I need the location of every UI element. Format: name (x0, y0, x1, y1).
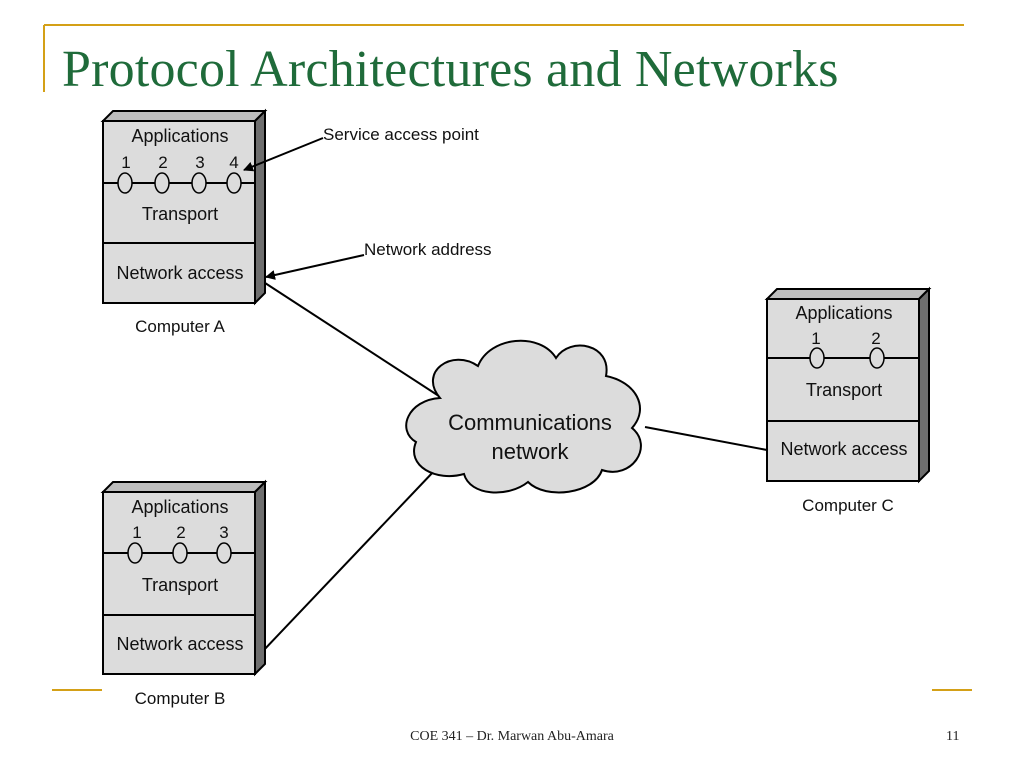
link-computer-a (261, 280, 446, 401)
service-access-point (154, 172, 170, 194)
service-access-point (127, 542, 143, 564)
computer-c-port-1: 1 (811, 329, 820, 348)
service-access-point (117, 172, 133, 194)
computer-a-port-3: 3 (195, 153, 204, 172)
computer-a-port-2: 2 (158, 153, 167, 172)
network-address-arrow (265, 254, 365, 280)
computer-b-port-1: 1 (132, 523, 141, 542)
slide-title: Protocol Architectures and Networks (62, 41, 839, 98)
computer-c-ports (809, 347, 885, 369)
computer-c-box-front (766, 298, 920, 482)
computer-a-box-top (100, 110, 268, 122)
computer-c-box-top (764, 288, 932, 300)
service-access-point (191, 172, 207, 194)
computer-a-applications-label: Applications (131, 126, 228, 146)
computer-c-network-access-label: Network access (780, 439, 907, 459)
computer-b-transport-label: Transport (142, 575, 218, 595)
computer-b-port-3: 3 (219, 523, 228, 542)
service-access-point (809, 347, 825, 369)
computer-a-port-4: 4 (229, 153, 238, 172)
computer-b-ports (127, 542, 232, 564)
network-label-line2: network (491, 439, 569, 464)
computer-c-name: Computer C (802, 496, 894, 515)
service-access-point-arrow (243, 137, 324, 172)
computer-a-ports (117, 172, 242, 194)
communications-network-cloud: Communications network (405, 339, 642, 494)
network-address-label: Network address (364, 240, 492, 259)
computer-b-box-front (102, 491, 256, 675)
computer-b-box-side (254, 479, 266, 677)
computer-b-network-access-label: Network access (116, 634, 243, 654)
annotations: Service access point Network address (243, 125, 492, 280)
computer-a-transport-label: Transport (142, 204, 218, 224)
computer-c-port-2: 2 (871, 329, 880, 348)
service-access-point (226, 172, 242, 194)
computer-a-network-access-label: Network access (116, 263, 243, 283)
service-access-point (172, 542, 188, 564)
computer-b-name: Computer B (135, 689, 226, 708)
computer-a-port-1: 1 (121, 153, 130, 172)
cloud-shape (405, 339, 642, 494)
computer-b-box-top (100, 481, 268, 493)
computer-a: Applications 1 2 3 4 Transport Network a… (100, 108, 268, 336)
computer-b: Applications 1 2 3 Transport Network acc… (100, 479, 268, 708)
service-access-point-label: Service access point (323, 125, 479, 144)
service-access-point (216, 542, 232, 564)
computer-c-applications-label: Applications (795, 303, 892, 323)
computer-a-name: Computer A (135, 317, 225, 336)
link-computer-b (261, 469, 436, 653)
computer-c: Applications 1 2 Transport Network acces… (764, 286, 932, 515)
computer-a-box-side (254, 108, 266, 306)
computer-a-box-front (102, 120, 256, 304)
slide-footer-text: COE 341 – Dr. Marwan Abu-Amara (410, 729, 614, 744)
link-computer-c (644, 426, 768, 451)
network-label-line1: Communications (448, 410, 612, 435)
network-links (261, 280, 768, 653)
accent-rules (43, 24, 972, 691)
computer-c-box-side (918, 286, 930, 484)
slide-page-number: 11 (946, 729, 960, 744)
service-access-point (869, 347, 885, 369)
computer-b-applications-label: Applications (131, 497, 228, 517)
computer-b-port-2: 2 (176, 523, 185, 542)
computer-c-transport-label: Transport (806, 380, 882, 400)
